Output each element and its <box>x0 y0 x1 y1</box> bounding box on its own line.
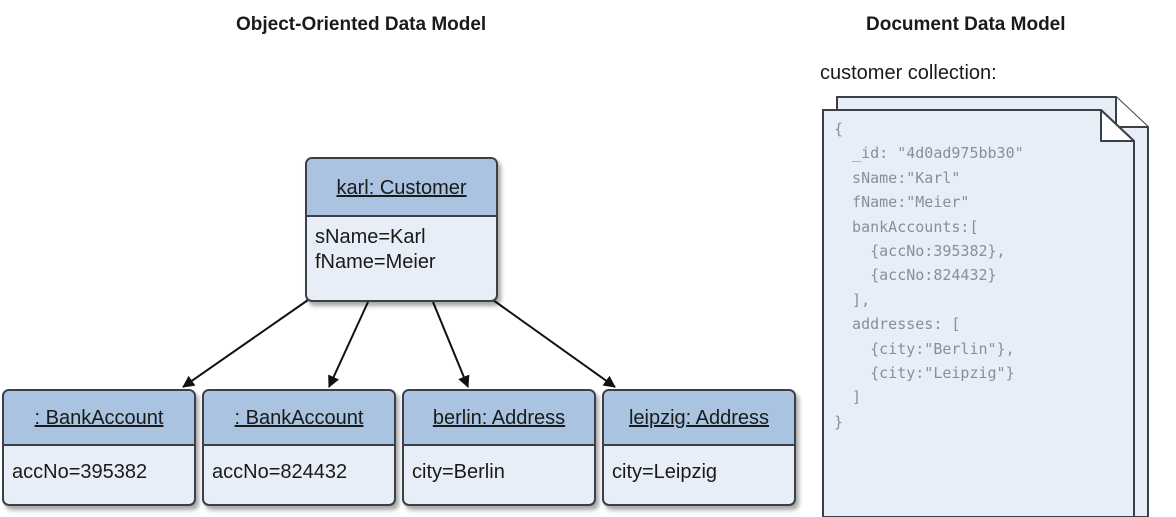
attribute: sName=Karl <box>315 226 426 248</box>
object-attributes: accNo=395382 <box>4 446 194 491</box>
attribute: accNo=824432 <box>212 461 348 483</box>
document-fold-corner <box>1100 109 1135 142</box>
doc-line: { <box>834 120 844 138</box>
document-json: { _id: "4d0ad975bb30" sName:"Karl" fName… <box>834 117 1024 434</box>
doc-line: addresses: [ <box>834 315 961 334</box>
collection-label: customer collection: <box>820 62 997 84</box>
object-header: berlin: Address <box>404 391 594 446</box>
doc-line: bankAccounts:[ <box>834 217 979 236</box>
object-attributes: sName=Karl fName=Meier <box>307 217 496 281</box>
arrow-to-bank-account-1 <box>182 299 309 388</box>
attribute: fName=Meier <box>315 251 436 273</box>
document-model-title: Document Data Model <box>866 14 1066 35</box>
attribute: city=Berlin <box>412 461 505 483</box>
attribute: accNo=395382 <box>12 461 148 483</box>
doc-line: ] <box>834 388 862 407</box>
arrow-to-bank-account-2 <box>328 301 369 388</box>
object-header: karl: Customer <box>307 159 496 217</box>
customer-object-karl[interactable]: karl: Customer sName=Karl fName=Meier <box>305 157 498 302</box>
doc-line: {city:"Berlin"}, <box>834 339 1015 358</box>
object-header: : BankAccount <box>4 391 194 446</box>
doc-line: _id: "4d0ad975bb30" <box>834 144 1024 163</box>
object-attributes: city=Leipzig <box>604 446 794 491</box>
doc-line: sName:"Karl" <box>834 168 961 187</box>
arrow-to-berlin-address <box>432 301 470 388</box>
document-sheet-front <box>822 109 1135 517</box>
doc-line: fName:"Meier" <box>834 193 970 212</box>
doc-line: {accNo:395382}, <box>834 242 1006 261</box>
doc-line: ], <box>834 290 871 309</box>
object-attributes: city=Berlin <box>404 446 594 491</box>
address-object-leipzig[interactable]: leipzig: Address city=Leipzig <box>602 389 796 506</box>
bank-account-object-1[interactable]: : BankAccount accNo=395382 <box>2 389 196 506</box>
doc-line: } <box>834 412 844 431</box>
arrow-to-leipzig-address <box>492 299 616 388</box>
object-model-title: Object-Oriented Data Model <box>236 14 487 35</box>
doc-line: {city:"Leipzig"} <box>834 364 1015 383</box>
address-object-berlin[interactable]: berlin: Address city=Berlin <box>402 389 596 506</box>
bank-account-object-2[interactable]: : BankAccount accNo=824432 <box>202 389 396 506</box>
object-header: : BankAccount <box>204 391 394 446</box>
object-attributes: accNo=824432 <box>204 446 394 491</box>
doc-line: {accNo:824432} <box>834 266 997 285</box>
attribute: city=Leipzig <box>612 461 718 483</box>
object-header: leipzig: Address <box>604 391 794 446</box>
